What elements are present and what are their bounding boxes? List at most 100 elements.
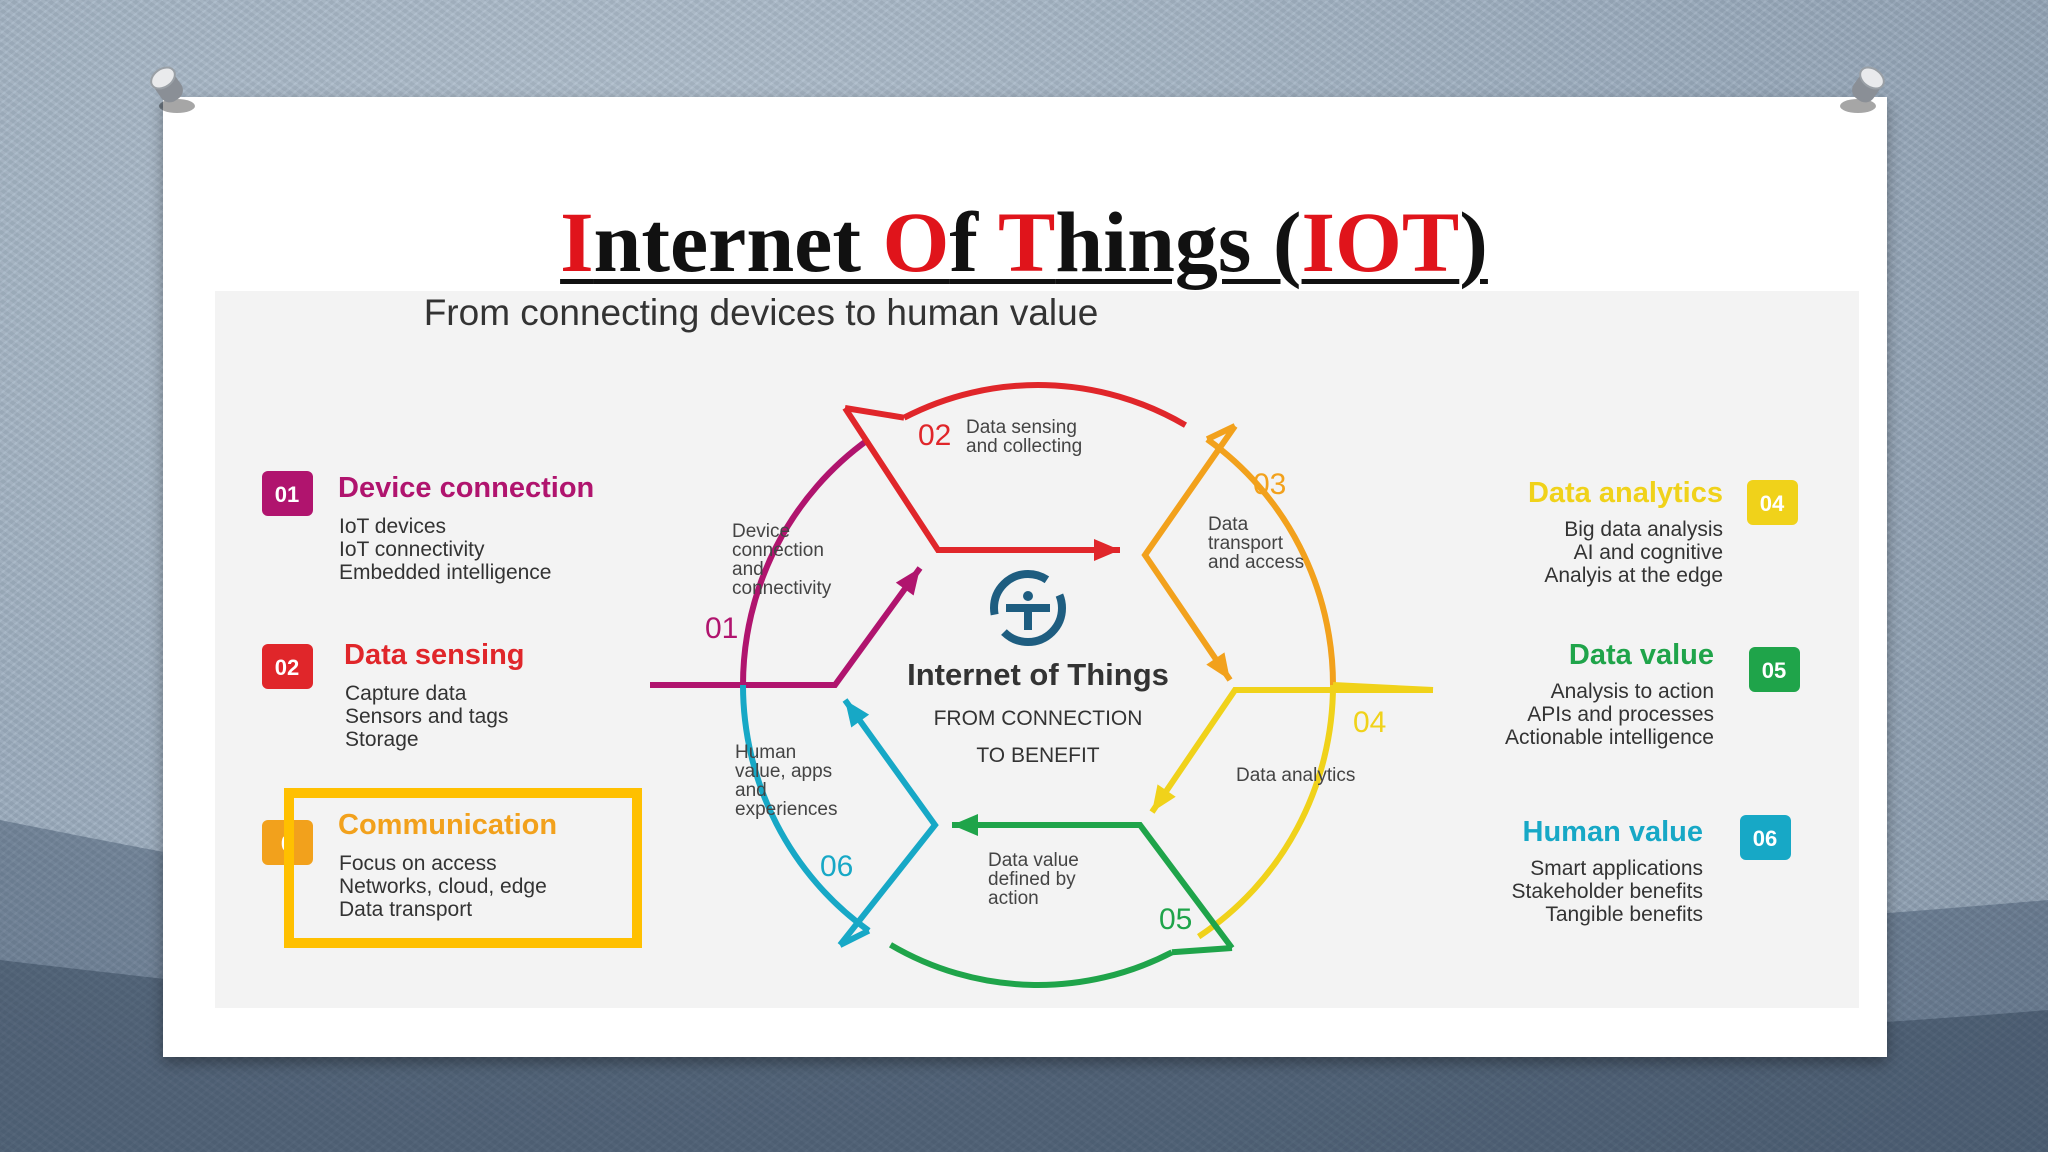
- segment-arrowhead: [1094, 539, 1120, 561]
- segment-number: 02: [918, 419, 951, 452]
- title-part: I: [560, 194, 594, 290]
- pushpin-right-icon: [1840, 66, 1885, 113]
- center-line-2: TO BENEFIT: [976, 744, 1099, 767]
- segment-label: connection: [732, 540, 824, 561]
- item-badge-number: 04: [1760, 491, 1785, 516]
- segment-arc: [1205, 436, 1336, 686]
- item-line: Actionable intelligence: [1505, 726, 1714, 749]
- pushpin-left-icon: [150, 66, 195, 113]
- segment-chevron: [952, 822, 1235, 950]
- item-title: Data analytics: [1528, 477, 1723, 509]
- item-line: IoT devices: [339, 515, 446, 538]
- page-title-text: Internet Of Things (IOT): [560, 194, 1488, 290]
- title-part: O: [882, 194, 950, 290]
- iot-infographic: [215, 291, 1859, 1008]
- item-line: Tangible benefits: [1545, 903, 1703, 926]
- segment-arc: [888, 942, 1174, 988]
- title-part: f: [949, 194, 998, 290]
- item-line: Embedded intelligence: [339, 561, 551, 584]
- segment-label: action: [988, 888, 1039, 909]
- segment-label: connectivity: [732, 578, 832, 599]
- segment-chevron: [837, 698, 939, 947]
- title-part: T: [998, 194, 1056, 290]
- title-part: nternet: [593, 194, 883, 290]
- segment-label: Data sensing: [966, 417, 1077, 438]
- segment-arc: [902, 382, 1188, 428]
- item-line: Smart applications: [1530, 857, 1703, 880]
- iot-logo-icon: [990, 570, 1066, 646]
- segment-number: 04: [1353, 706, 1386, 739]
- item-badge: [1749, 647, 1800, 692]
- item-title: Communication: [338, 809, 557, 841]
- item-line: IoT connectivity: [339, 538, 485, 561]
- page-title: Internet Of Things (IOT): [0, 192, 2048, 292]
- item-line: Stakeholder benefits: [1512, 880, 1703, 903]
- item-badge: [1747, 480, 1798, 525]
- segment-arrowhead: [1152, 784, 1176, 812]
- item-badge-number: 02: [275, 655, 299, 680]
- item-badge: [262, 471, 313, 516]
- item-line: Networks, cloud, edge: [339, 875, 547, 898]
- segment-arrowhead: [895, 568, 920, 596]
- segment-chevron: [1141, 424, 1238, 682]
- segment-arc: [1197, 684, 1336, 940]
- segment-arrowhead: [845, 700, 870, 728]
- segment-arrowhead: [952, 814, 978, 836]
- item-line: Data transport: [339, 898, 472, 921]
- segment-label: experiences: [735, 799, 837, 820]
- segment-edge: [1171, 945, 1233, 956]
- segment-label: Data: [1208, 514, 1249, 535]
- segment-number: 01: [705, 612, 738, 645]
- item-badge-number: 06: [1753, 826, 1777, 851]
- item-badge: [1740, 815, 1791, 860]
- segment-label: value, apps: [735, 761, 832, 782]
- segment-arc: [740, 436, 871, 686]
- segment-label: Human: [735, 742, 796, 763]
- segment-edge: [838, 928, 871, 948]
- item-line: APIs and processes: [1527, 703, 1714, 726]
- segment-edge: [1332, 682, 1434, 693]
- item-line: Capture data: [345, 682, 467, 705]
- item-title: Human value: [1523, 816, 1704, 848]
- segment-number: 06: [820, 850, 853, 883]
- segment-chevron: [842, 406, 1120, 553]
- segment-label: transport: [1208, 533, 1284, 554]
- segment-chevron: [1149, 687, 1433, 814]
- title-part: ): [1459, 194, 1488, 290]
- segment-edge: [844, 405, 905, 421]
- segment-edge: [1205, 423, 1237, 442]
- title-part: IOT: [1301, 194, 1460, 290]
- item-line: AI and cognitive: [1574, 541, 1723, 564]
- title-part: hings (: [1055, 194, 1302, 290]
- item-title: Device connection: [338, 472, 594, 504]
- segment-arrowhead: [1206, 652, 1230, 680]
- subtitle: From connecting devices to human value: [215, 292, 1859, 334]
- segment-number: 03: [1253, 468, 1286, 501]
- subtitle-text: From connecting devices to human value: [423, 292, 1099, 333]
- item-line: Storage: [345, 728, 419, 751]
- item-line: Focus on access: [339, 852, 497, 875]
- segment-label: and: [735, 780, 767, 801]
- communication-highlight-box: [284, 788, 642, 948]
- center-line-1: FROM CONNECTION: [934, 707, 1143, 730]
- item-title: Data value: [1569, 639, 1714, 671]
- segment-label: and: [732, 559, 764, 580]
- item-line: Analyis at the edge: [1544, 564, 1723, 587]
- segment-label: and collecting: [966, 436, 1082, 457]
- center-heading: Internet of Things: [907, 657, 1169, 692]
- item-title: Data sensing: [344, 639, 525, 671]
- segment-label: defined by: [988, 869, 1076, 890]
- item-badge: [262, 644, 313, 689]
